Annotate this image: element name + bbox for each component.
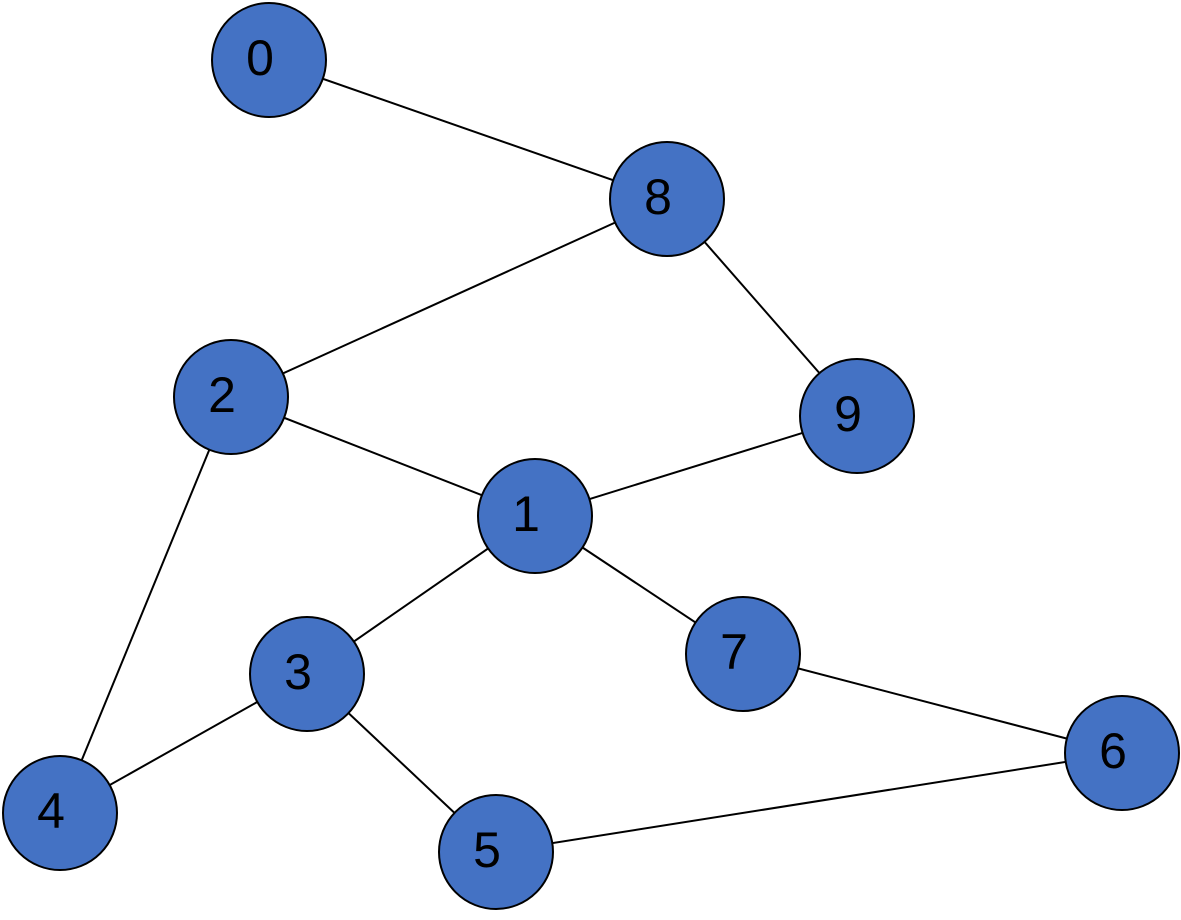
node-circle (685, 596, 801, 712)
edge-0-8 (268, 59, 668, 200)
node-label: 5 (473, 822, 501, 878)
node-label: 1 (512, 486, 540, 542)
node-circle (477, 458, 593, 574)
node-6: 6 (1064, 695, 1180, 811)
node-circle (438, 794, 554, 910)
edge-7-6 (742, 653, 1123, 754)
node-circle (249, 616, 365, 732)
node-7: 7 (685, 596, 801, 712)
graph-edges (59, 59, 1123, 853)
node-2: 2 (173, 339, 289, 455)
node-circle (211, 2, 327, 118)
node-5: 5 (438, 794, 554, 910)
node-1: 1 (477, 458, 593, 574)
node-8: 8 (609, 141, 725, 257)
node-0: 0 (211, 2, 327, 118)
node-4: 4 (2, 755, 118, 871)
node-circle (173, 339, 289, 455)
node-circle (799, 358, 915, 474)
node-label: 2 (208, 367, 236, 423)
node-circle (609, 141, 725, 257)
node-9: 9 (799, 358, 915, 474)
edge-6-5 (495, 752, 1123, 853)
node-label: 7 (720, 624, 748, 680)
node-label: 4 (37, 783, 65, 839)
node-3: 3 (249, 616, 365, 732)
node-label: 8 (644, 169, 672, 225)
node-label: 6 (1099, 723, 1127, 779)
node-label: 3 (284, 644, 312, 700)
node-circle (2, 755, 118, 871)
node-label: 0 (246, 30, 274, 86)
node-circle (1064, 695, 1180, 811)
edge-2-4 (59, 396, 232, 814)
edge-8-2 (230, 198, 668, 398)
node-label: 9 (834, 386, 862, 442)
